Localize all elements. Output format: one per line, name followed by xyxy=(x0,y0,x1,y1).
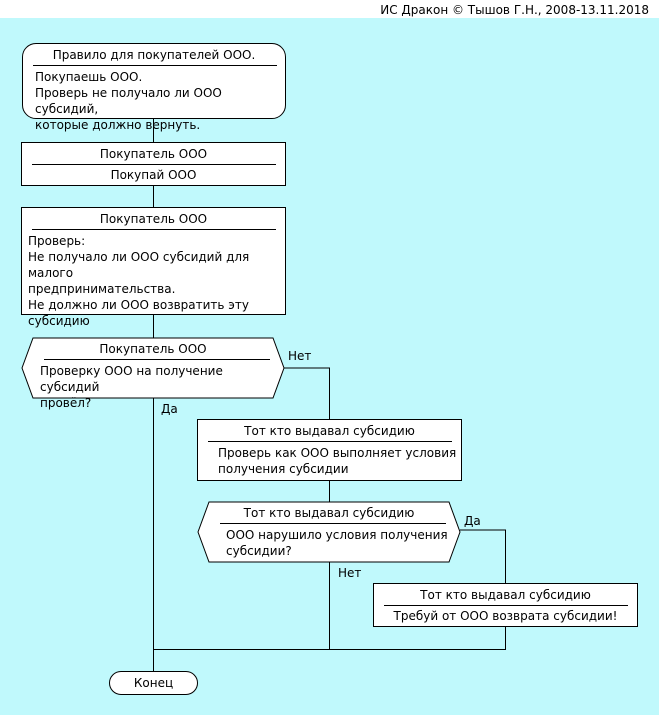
question1-line-1: Проверку ООО на получение субсидий xyxy=(40,364,223,394)
question2: Тот кто выдавал субсидию ООО нарушило ус… xyxy=(198,502,460,562)
question2-role: Тот кто выдавал субсидию xyxy=(243,506,415,520)
action-buy-role: Покупатель ООО xyxy=(99,147,208,161)
action-check: Покупатель ООО Проверь: Не получало ли О… xyxy=(21,207,286,328)
action-demand-refund-text: Требуй от ООО возврата субсидии! xyxy=(393,609,618,623)
title-line-3: которые должно вернуть. xyxy=(35,118,201,132)
end-terminator: Конец xyxy=(109,671,198,695)
title-line-2: Проверь не получало ли ООО субсидий, xyxy=(35,86,222,116)
question2-line-1: ООО нарушило условия получения xyxy=(226,528,448,542)
question1-no-label: Нет xyxy=(288,349,312,363)
question2-shape xyxy=(197,501,461,563)
copyright-text: ИС Дракон © Тышов Г.Н., 2008-13.11.2018 xyxy=(380,3,649,17)
title-block: Правило для покупателей ООО. Покупаешь О… xyxy=(22,43,286,132)
question2-yes-connector xyxy=(460,529,506,584)
action-check-line-5: субсидию xyxy=(28,314,90,328)
action-demand-refund: Тот кто выдавал субсидию Требуй от ООО в… xyxy=(373,583,638,627)
action-buy-text: Покупай ООО xyxy=(110,168,197,182)
question1-shape xyxy=(21,337,285,399)
action-check-role: Покупатель ООО xyxy=(99,212,208,226)
question1-line-2: провёл? xyxy=(40,396,92,410)
title-line-1: Покупаешь ООО. xyxy=(35,70,143,84)
end-text: Конец xyxy=(133,676,174,690)
action-buy: Покупатель ООО Покупай ООО xyxy=(21,142,286,186)
title-text: Правило для покупателей ООО. xyxy=(52,48,256,62)
question1-role: Покупатель ООО xyxy=(99,342,207,356)
action-check-line-4: Не должно ли ООО возвратить эту xyxy=(28,298,249,312)
action-verify-line-1: Проверь как ООО выполняет условия xyxy=(218,446,457,460)
action-verify: Тот кто выдавал субсидию Проверь как ООО… xyxy=(197,419,462,481)
question2-no-label: Нет xyxy=(338,566,362,580)
action-demand-refund-role: Тот кто выдавал субсидию xyxy=(420,588,591,602)
question1-yes-label: Да xyxy=(161,402,178,416)
question2-yes-label: Да xyxy=(464,514,481,528)
question1-no-connector xyxy=(284,367,330,420)
header-bar: ИС Дракон © Тышов Г.Н., 2008-13.11.2018 xyxy=(0,0,659,18)
action-verify-line-2: получения субсидии xyxy=(218,462,349,476)
action-check-line-3: предпринимательства. xyxy=(28,282,176,296)
question1: Покупатель ООО Проверку ООО на получение… xyxy=(22,338,284,410)
action-check-line-2: Не получало ли ООО субсидий для малого xyxy=(28,250,250,280)
action-verify-role: Тот кто выдавал субсидию xyxy=(244,424,415,438)
question2-line-2: субсидии? xyxy=(226,544,292,558)
action-check-line-1: Проверь: xyxy=(28,234,86,248)
